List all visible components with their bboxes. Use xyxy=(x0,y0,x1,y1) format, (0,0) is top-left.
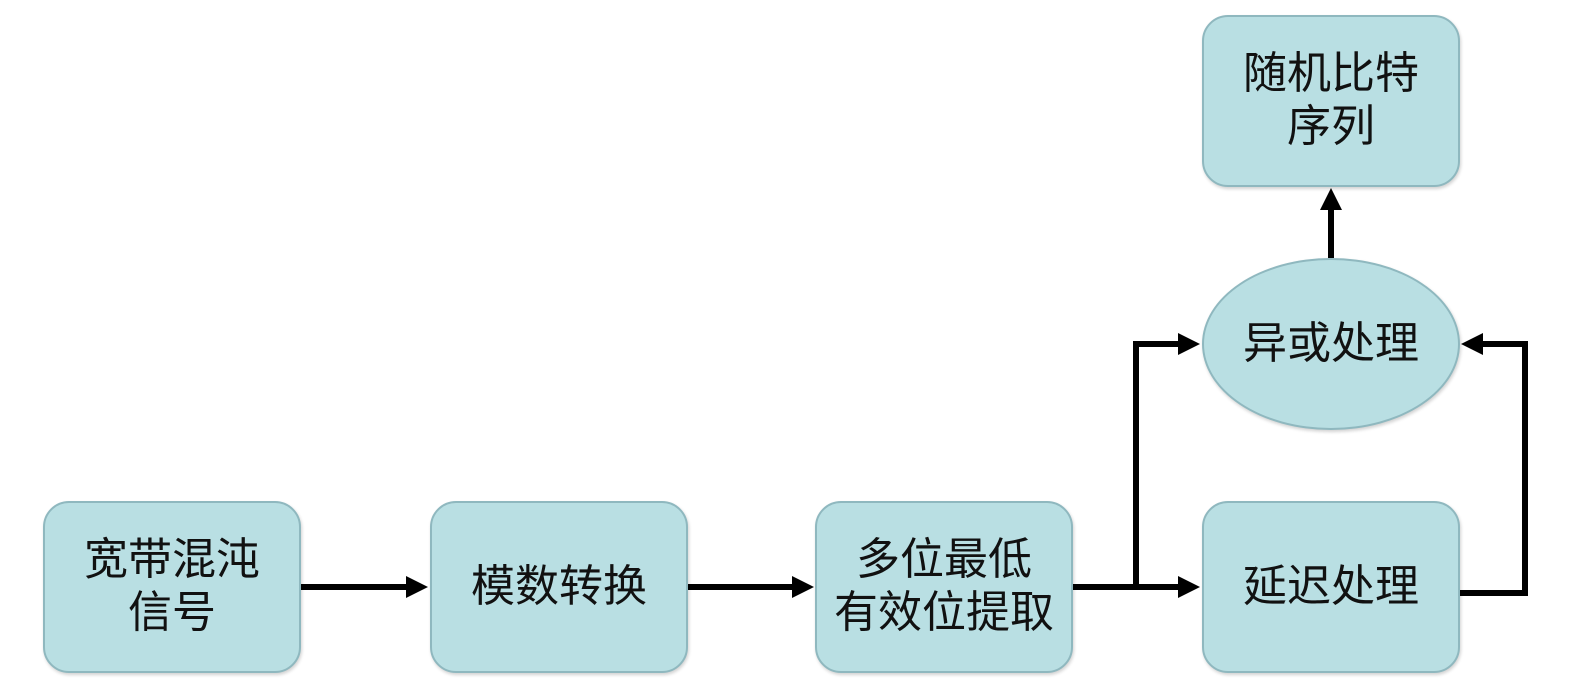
adc-box: 模数转换 xyxy=(430,501,688,673)
delay-label: 延迟处理 xyxy=(1243,560,1419,612)
random-bits-line2: 序列 xyxy=(1287,101,1375,152)
lsb-extract-line2: 有效位提取 xyxy=(834,587,1054,638)
arrowhead-adc xyxy=(406,576,428,598)
arrowhead-delay xyxy=(1178,576,1200,598)
arrowhead-xor-left xyxy=(1178,333,1200,355)
lsb-extract-line1: 多位最低 xyxy=(856,534,1032,586)
arrow-lsb-to-xor xyxy=(1133,341,1182,587)
xor-label: 异或处理 xyxy=(1243,317,1419,369)
xor-ellipse: 异或处理 xyxy=(1202,258,1460,430)
random-bit-sequence-box: 随机比特 序列 xyxy=(1202,15,1460,187)
wideband-chaos-line1: 宽带混沌 xyxy=(84,534,260,586)
arrowhead-xor-right xyxy=(1461,333,1483,355)
lsb-extraction-box: 多位最低 有效位提取 xyxy=(815,501,1073,673)
wideband-chaos-signal-box: 宽带混沌 信号 xyxy=(43,501,301,673)
random-bits-line1: 随机比特 xyxy=(1243,48,1419,100)
arrowhead-bits xyxy=(1320,188,1342,210)
wideband-chaos-line2: 信号 xyxy=(128,587,216,638)
arrow-delay-to-xor xyxy=(1460,341,1528,596)
delay-box: 延迟处理 xyxy=(1202,501,1460,673)
adc-label: 模数转换 xyxy=(471,560,647,612)
arrowhead-lsb xyxy=(792,576,814,598)
